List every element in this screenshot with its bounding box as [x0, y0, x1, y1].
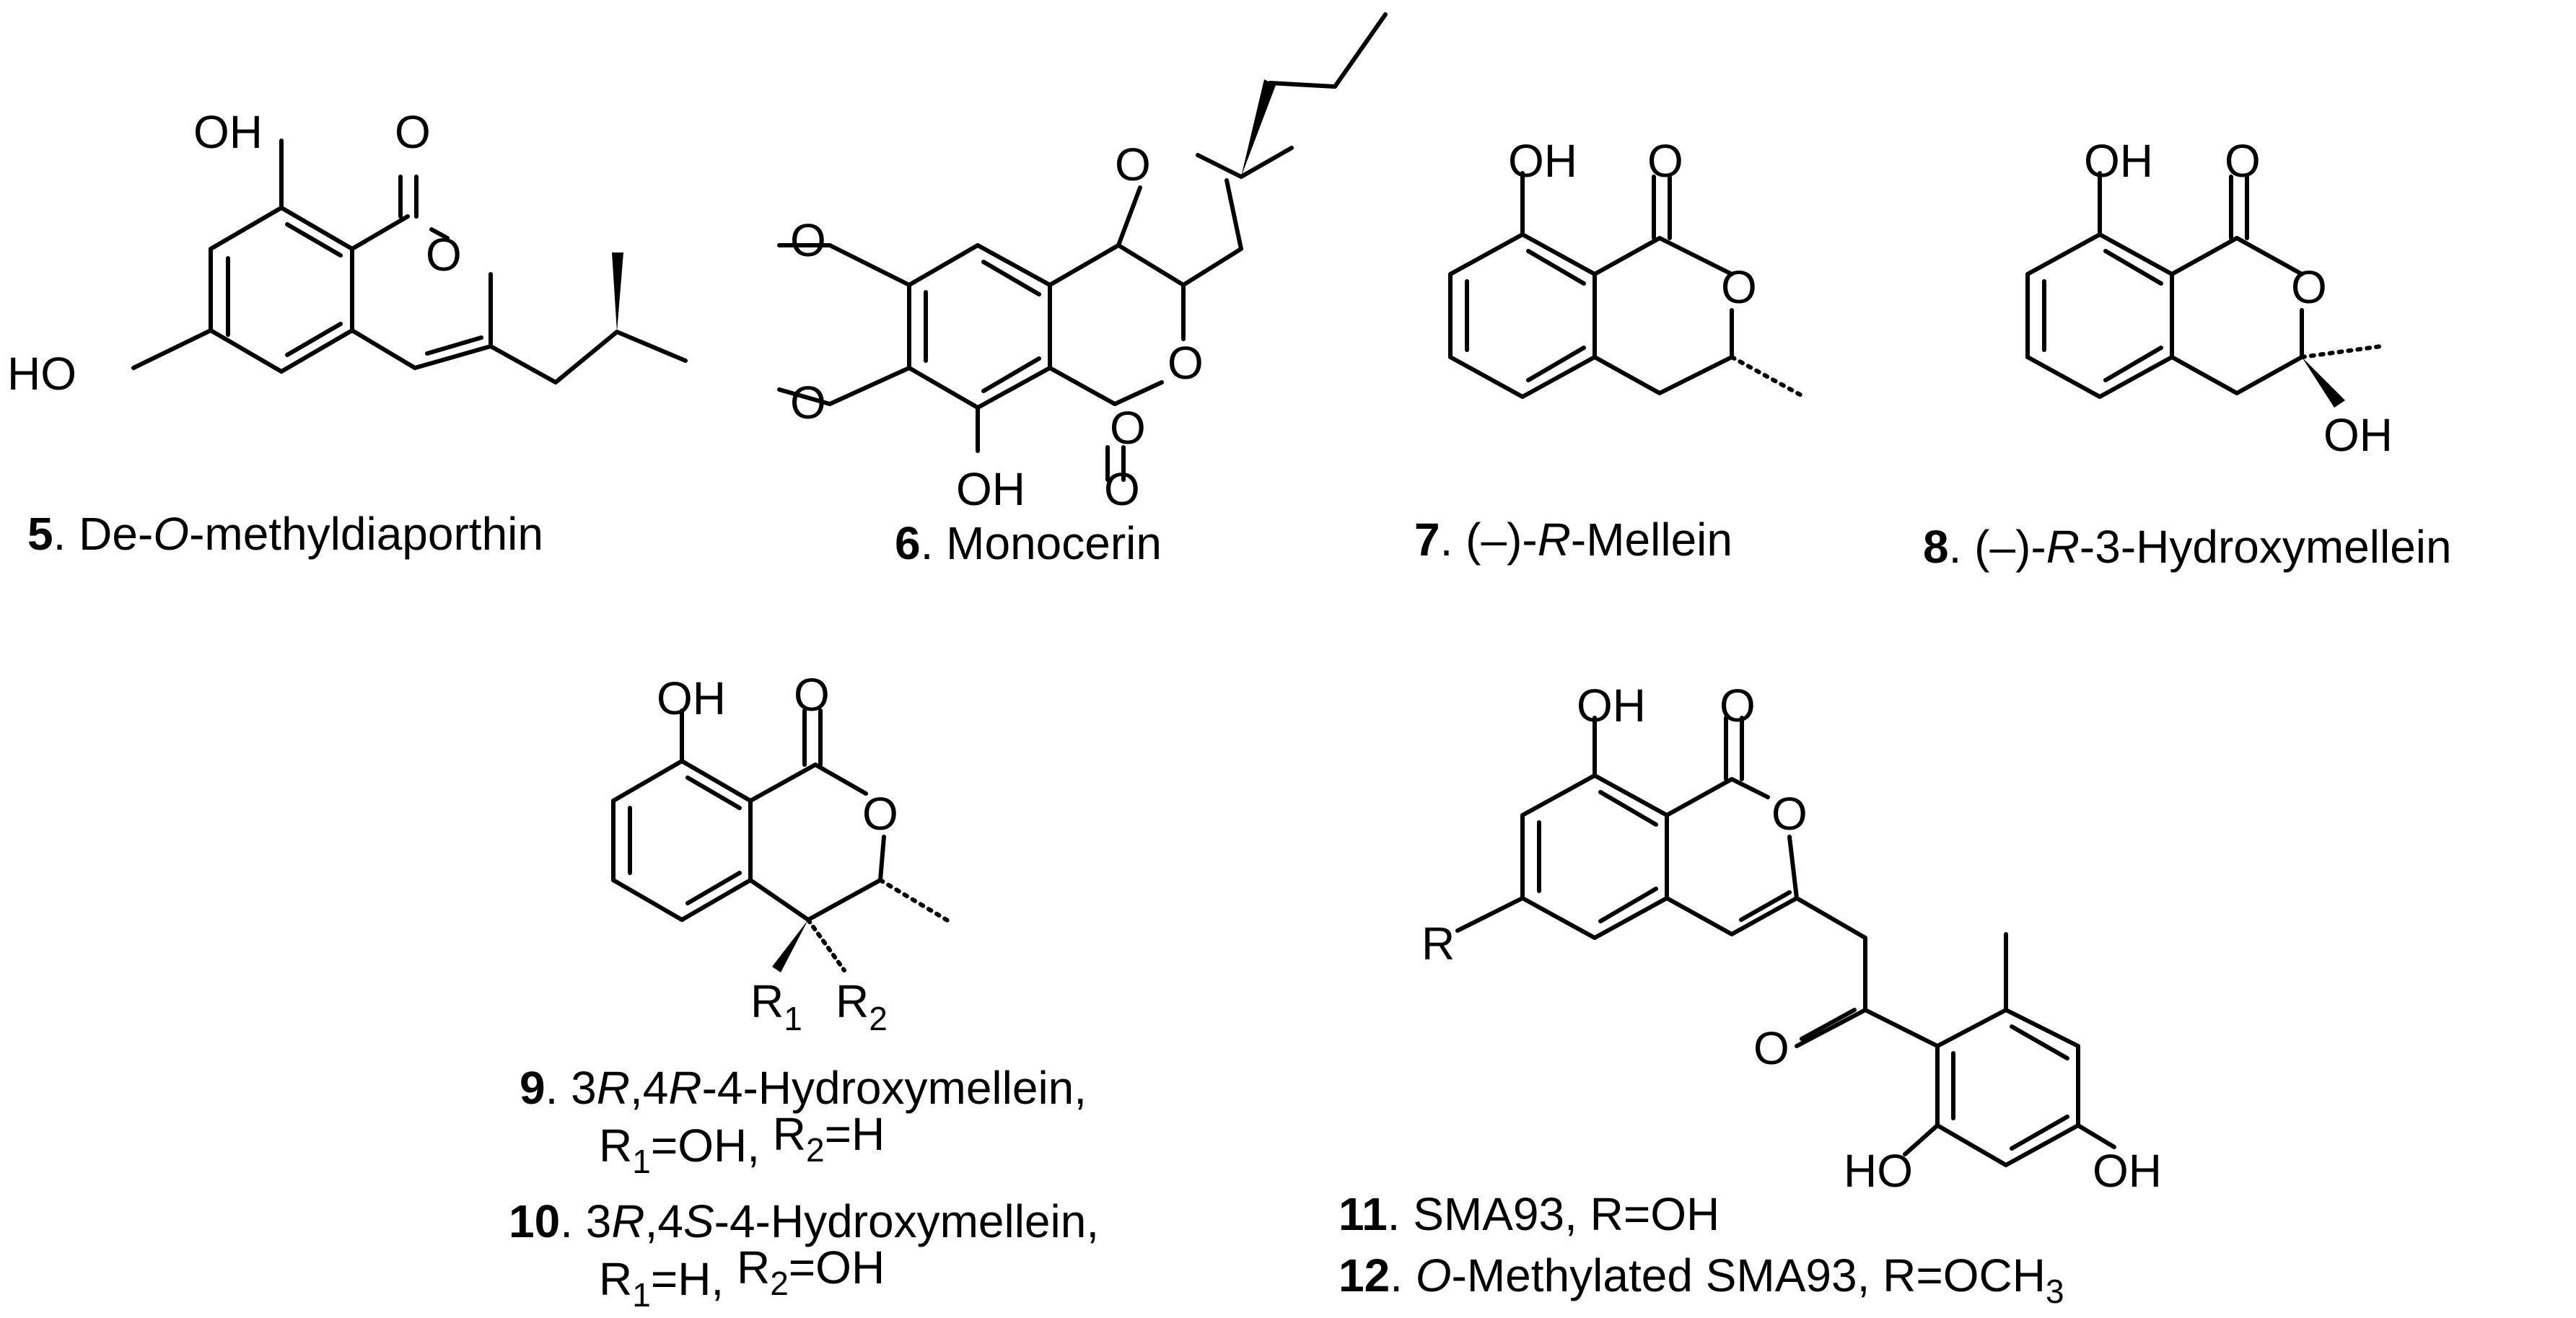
subscript: 3: [2046, 1273, 2064, 1310]
captions: 5. De-O-methyldiaporthin 6. Monocerin 7.…: [27, 508, 2452, 1314]
caption-6: 6. Monocerin: [895, 517, 1162, 569]
atom-ho: HO: [1844, 1145, 1913, 1197]
substituents-9: R1=OH, R2=H: [599, 1108, 885, 1180]
atom-o: O: [2291, 261, 2327, 313]
atom-oh: OH: [2093, 1145, 2162, 1197]
atom-oh: OH: [2323, 409, 2393, 461]
atom-o: O: [1721, 261, 1757, 313]
subscript: 2: [806, 1131, 825, 1169]
subscript: 1: [632, 1143, 651, 1180]
subscript: 1: [632, 1276, 651, 1314]
compound-number: 10: [509, 1195, 560, 1247]
atom-r1: R1: [750, 975, 802, 1037]
atom-o: O: [1771, 788, 1808, 840]
substituents-10: R1=H, R2=OH: [599, 1242, 885, 1314]
atom-o: O: [790, 214, 826, 266]
structure-5: OH O O HO: [7, 106, 688, 400]
caption-9: 9. 3R,4R-4-Hydroxymellein,: [520, 1062, 1087, 1114]
compound-number: 8: [1923, 521, 1949, 573]
atom-oh: OH: [1508, 135, 1577, 187]
atom-o: O: [1104, 463, 1140, 515]
atom-o: O: [1115, 139, 1151, 190]
atom-o: O: [794, 669, 830, 721]
compound-number: 12: [1339, 1249, 1390, 1301]
caption-11: 11. SMA93, R=OH: [1339, 1188, 1719, 1240]
atom-oh: OH: [657, 672, 726, 724]
compound-number: 6: [895, 517, 921, 569]
atom-r: R: [1421, 918, 1455, 970]
atom-o: O: [1753, 1022, 1789, 1074]
atom-o: O: [395, 106, 431, 158]
atom-oh: OH: [193, 106, 263, 158]
subscript: 2: [770, 1265, 789, 1302]
atom-o: O: [1647, 135, 1683, 187]
caption-5: 5. De-O-methyldiaporthin: [27, 508, 543, 560]
atom-o: O: [2225, 135, 2261, 187]
caption-7: 7. (–)-R-Mellein: [1414, 514, 1732, 566]
compound-number: 5: [27, 508, 53, 560]
compound-number: 9: [520, 1062, 546, 1114]
structure-6: O O O O OH O O: [777, 12, 1388, 515]
caption-8: 8. (–)-R-3-Hydroxymellein: [1923, 521, 2452, 573]
caption-12: 12. O-Methylated SMA93, R=OCH3: [1339, 1249, 2064, 1310]
atom-oh: OH: [956, 463, 1025, 515]
atom-r2: R2: [836, 975, 888, 1037]
structure-8: OH O O OH: [2025, 135, 2393, 461]
atom-o: O: [1110, 402, 1146, 454]
atom-o: O: [862, 788, 898, 840]
atom-o: O: [1167, 337, 1204, 389]
atom-o: O: [790, 377, 826, 429]
structure-9-10: OH O O R1 R2: [611, 669, 955, 1037]
structure-11-12: OH O O R O HO OH: [1421, 680, 2162, 1197]
atom-o: O: [1719, 680, 1756, 732]
atom-o: O: [426, 229, 462, 281]
caption-10: 10. 3R,4S-4-Hydroxymellein,: [509, 1195, 1099, 1247]
compound-number: 7: [1414, 514, 1440, 566]
atom-oh: OH: [1577, 680, 1646, 732]
atom-oh: OH: [2084, 135, 2153, 187]
structure-7: OH O O: [1448, 135, 1806, 399]
atom-ho: HO: [7, 348, 76, 400]
compound-number: 11: [1339, 1188, 1388, 1240]
